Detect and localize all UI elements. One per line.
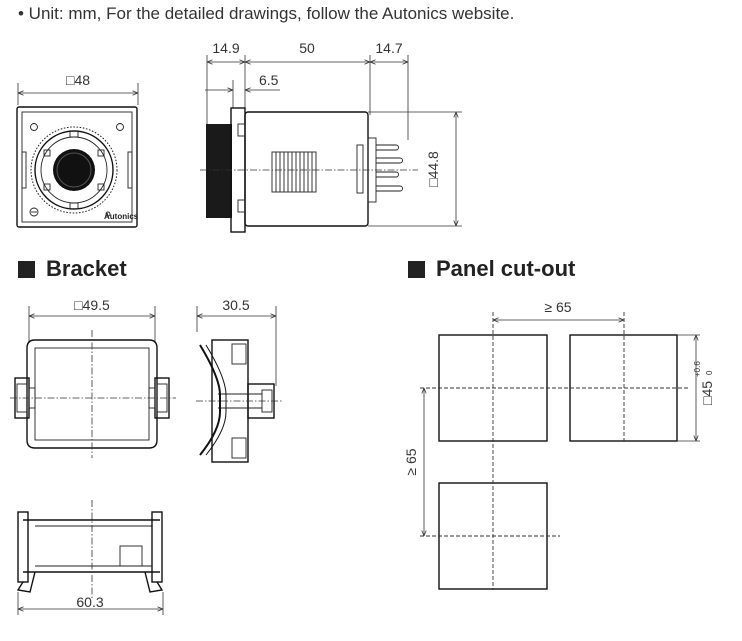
front-width-label: □48 bbox=[66, 72, 90, 88]
hole-size-label: □45 bbox=[699, 381, 715, 405]
pitch-horizontal-label: ≥ 65 bbox=[544, 299, 571, 315]
dim-rear-label: 14.7 bbox=[375, 40, 402, 56]
bracket-width-label: □49.5 bbox=[74, 297, 110, 313]
section-title-panel-cutout: Panel cut-out bbox=[408, 256, 575, 282]
pitch-vertical-label: ≥ 65 bbox=[403, 448, 419, 475]
dim-height-label: □44.8 bbox=[425, 151, 441, 187]
panel-cutout-view: ≥ 65 ≥ 65 □45 +0.6 0 bbox=[403, 299, 715, 590]
tolerance-upper-label: +0.6 bbox=[693, 361, 702, 377]
section-bullet-icon bbox=[408, 260, 425, 278]
brand-logo: Autonics bbox=[104, 212, 139, 221]
unit-note: • Unit: mm, For the detailed drawings, f… bbox=[18, 4, 515, 23]
dim-front-label: 14.9 bbox=[212, 40, 239, 56]
dim-offset-label: 6.5 bbox=[259, 72, 279, 88]
bracket-front-view: □49.5 bbox=[10, 297, 176, 458]
label-grille bbox=[271, 151, 317, 193]
bracket-title: Bracket bbox=[46, 256, 127, 281]
bracket-depth-label: 30.5 bbox=[222, 297, 249, 313]
panel-cutout-title: Panel cut-out bbox=[436, 256, 576, 281]
section-title-bracket: Bracket bbox=[18, 256, 127, 282]
front-view: □48 Autonics bbox=[16, 72, 139, 228]
bracket-side-view: 30.5 bbox=[196, 297, 282, 463]
bracket-top-view: 60.3 bbox=[16, 500, 164, 615]
side-view: 14.9 50 14.7 6.5 bbox=[200, 40, 462, 233]
dim-body-label: 50 bbox=[299, 40, 315, 56]
bracket-length-label: 60.3 bbox=[76, 594, 103, 610]
section-bullet-icon bbox=[18, 260, 35, 278]
adjust-knob-icon bbox=[53, 149, 95, 191]
socket-pins bbox=[367, 137, 403, 203]
tolerance-lower-label: 0 bbox=[705, 370, 714, 375]
